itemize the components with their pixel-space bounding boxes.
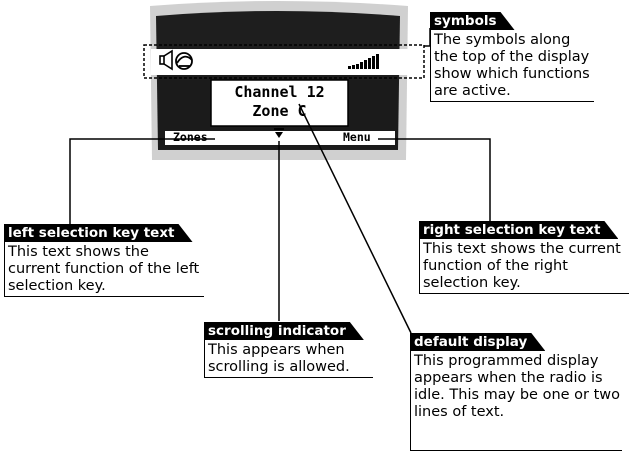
callout-scrolling-text: This appears when scrolling is allowed.	[204, 340, 373, 378]
callout-default-display-title: default display	[410, 333, 545, 351]
callout-default-display-text: This programmed display appears when the…	[410, 351, 622, 451]
callout-right-key: right selection key text This text shows…	[419, 219, 634, 294]
scan-icon	[175, 52, 193, 70]
softkey-strip	[165, 131, 395, 145]
leader-left-key	[69, 138, 215, 230]
speaker-icon	[159, 49, 173, 71]
callout-scrolling: scrolling indicator This appears when sc…	[204, 320, 404, 378]
leader-default-display	[298, 103, 412, 334]
main-display-box	[210, 79, 349, 127]
display-line-2: Zone C	[252, 102, 307, 120]
signal-strength-icon	[348, 54, 379, 69]
callout-left-key: left selection key text This text shows …	[4, 222, 264, 297]
left-softkey-label: Zones	[173, 130, 208, 144]
callout-default-display: default display This programmed display …	[410, 331, 630, 451]
callout-scrolling-title: scrolling indicator	[204, 322, 364, 340]
callout-left-key-title: left selection key text	[4, 224, 193, 242]
callout-right-key-title: right selection key text	[419, 221, 618, 239]
callout-right-key-text: This text shows the current function of …	[419, 239, 629, 294]
callout-symbols: symbols The symbols along the top of the…	[430, 10, 630, 102]
scroll-down-arrow-icon	[274, 128, 284, 138]
callout-symbols-text: The symbols along the top of the display…	[430, 30, 594, 102]
symbols-highlight-box	[143, 44, 425, 79]
right-softkey-label: Menu	[343, 130, 371, 144]
symbol-row	[151, 49, 411, 75]
callout-symbols-title: symbols	[430, 12, 515, 30]
callout-left-key-text: This text shows the current function of …	[4, 242, 204, 297]
display-line-1: Channel 12	[234, 83, 325, 101]
leader-right-key	[378, 138, 491, 230]
